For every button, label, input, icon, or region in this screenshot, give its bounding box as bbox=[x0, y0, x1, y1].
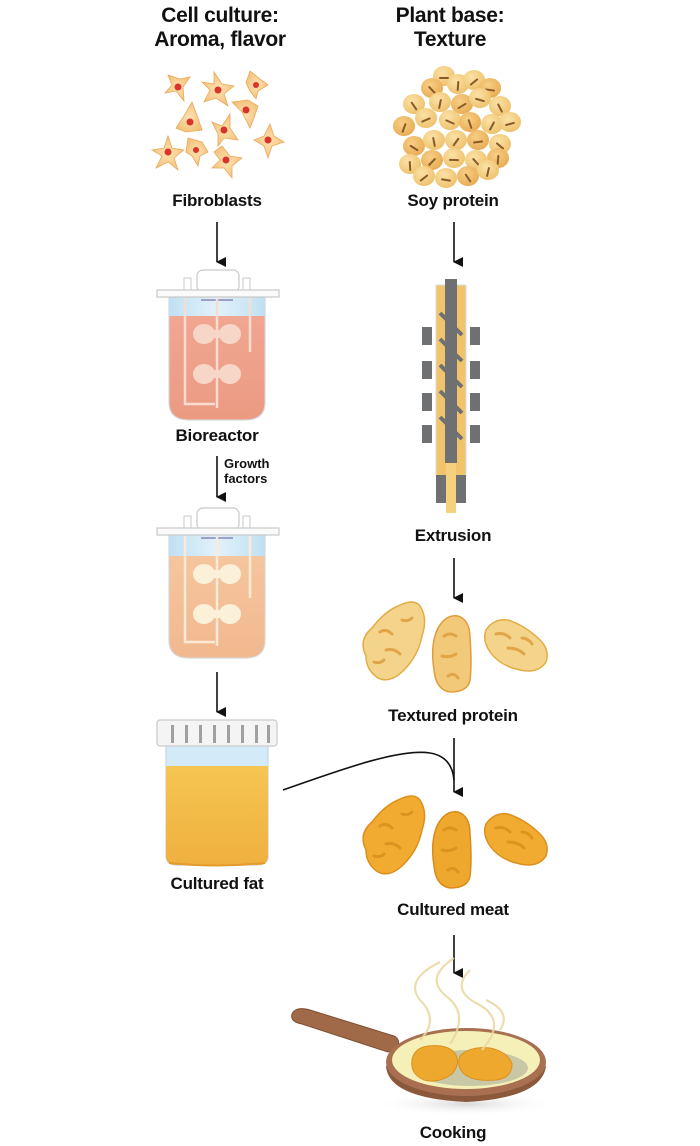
fibroblast-cell bbox=[231, 99, 259, 129]
textured-protein-piece bbox=[362, 601, 426, 681]
extruder-icon bbox=[422, 279, 480, 513]
soybean bbox=[499, 112, 521, 132]
cooking-label: Cooking bbox=[419, 1123, 487, 1142]
extrusion-label: Extrusion bbox=[414, 526, 492, 545]
textured-protein-label: Textured protein bbox=[388, 706, 518, 725]
fibroblast-cell bbox=[211, 112, 239, 148]
textured-protein-piece bbox=[431, 615, 472, 693]
soybean bbox=[403, 136, 425, 156]
bioreactor-label: Bioreactor bbox=[175, 426, 259, 445]
fibroblast-cell bbox=[150, 134, 185, 172]
jar-lid-ridges bbox=[171, 725, 270, 743]
cultured-meat-label: Cultured meat bbox=[397, 900, 509, 919]
fibroblast-cell bbox=[245, 70, 269, 100]
fibroblast-cell bbox=[253, 122, 285, 160]
soybean bbox=[439, 110, 461, 130]
soybean bbox=[463, 70, 485, 90]
soybean bbox=[403, 94, 425, 114]
textured-protein-piece bbox=[483, 618, 548, 672]
fibroblast-cell bbox=[163, 74, 191, 103]
growth-factors-line2: factors bbox=[224, 471, 268, 486]
growth-factors-label: Growth factors bbox=[224, 456, 270, 486]
soybean bbox=[443, 148, 465, 168]
fibroblast-cell bbox=[175, 101, 203, 133]
cultured-meat-piece bbox=[483, 812, 548, 866]
soybean bbox=[459, 112, 481, 132]
soybean bbox=[435, 168, 457, 188]
soybean bbox=[413, 166, 435, 186]
cultured-fat-label: Cultured fat bbox=[170, 874, 264, 893]
soybean bbox=[451, 94, 473, 114]
fibroblasts-icon bbox=[150, 70, 285, 180]
soybean bbox=[489, 96, 511, 116]
fibroblasts-label: Fibroblasts bbox=[172, 191, 262, 210]
soybean bbox=[423, 130, 445, 150]
left-title-line1: Cell culture: bbox=[161, 4, 279, 27]
fibroblast-cell bbox=[211, 145, 243, 180]
soybean bbox=[467, 130, 489, 150]
left-title-line2: Aroma, flavor bbox=[154, 28, 286, 51]
soybean bbox=[445, 130, 467, 150]
right-title-line2: Texture bbox=[413, 28, 487, 51]
pan-meat-piece bbox=[411, 1045, 458, 1082]
soybean bbox=[393, 116, 415, 136]
right-title-line1: Plant base: bbox=[395, 4, 505, 27]
frying-pan-icon bbox=[291, 957, 558, 1116]
textured-protein-icon bbox=[362, 601, 548, 693]
bioreactor-icon bbox=[156, 269, 280, 421]
left-column-title: Cell culture: Aroma, flavor bbox=[130, 4, 310, 52]
cultured-meat-piece bbox=[362, 795, 426, 875]
steam-icon bbox=[414, 957, 505, 1051]
soybean bbox=[481, 114, 503, 134]
soybean bbox=[415, 108, 437, 128]
soybean bbox=[477, 160, 499, 180]
soybean bbox=[469, 88, 491, 108]
soy-protein-label: Soy protein bbox=[407, 191, 499, 210]
fibroblast-cell bbox=[185, 137, 209, 168]
bioreactor-growth-icon bbox=[156, 507, 280, 659]
arrow-fat-to-cultured-meat bbox=[282, 751, 455, 791]
right-column-title: Plant base: Texture bbox=[370, 4, 530, 52]
cultured-meat-icon bbox=[362, 795, 548, 889]
soybean bbox=[457, 166, 479, 186]
soybean bbox=[429, 92, 451, 112]
soybean bbox=[421, 150, 443, 170]
soybeans-icon bbox=[393, 66, 521, 188]
pan-meat-piece bbox=[458, 1047, 513, 1081]
cultured-fat-jar-icon bbox=[156, 719, 278, 867]
soybean bbox=[399, 154, 421, 174]
pan-handle bbox=[291, 1008, 400, 1053]
pan-shadow bbox=[374, 1092, 558, 1116]
growth-factors-line1: Growth bbox=[224, 456, 270, 471]
fibroblast-cell bbox=[200, 70, 235, 107]
